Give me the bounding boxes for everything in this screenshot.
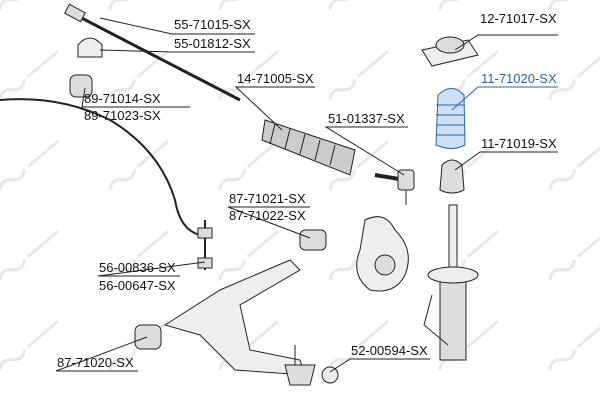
leader-line-highlighted xyxy=(451,86,558,111)
watermark-logo xyxy=(548,0,600,11)
tie-rod-end-icon xyxy=(374,169,415,205)
watermark-logo xyxy=(548,319,600,371)
part-label[interactable]: 56-00836-SX xyxy=(99,260,176,275)
leader-lines xyxy=(55,17,558,373)
watermark-logo xyxy=(108,0,170,11)
watermark-logo xyxy=(328,49,390,101)
part-label[interactable]: 52-00594-SX xyxy=(351,343,428,358)
stabilizer-bar xyxy=(0,98,201,236)
bump-stop-icon xyxy=(439,159,465,194)
watermark-logo xyxy=(328,139,390,191)
part-label[interactable]: 51-01337-SX xyxy=(328,111,405,126)
watermark-logo xyxy=(548,229,600,281)
dust-boot-icon xyxy=(435,88,466,149)
stabilizer-link-icon xyxy=(197,220,213,270)
watermark-logo xyxy=(328,319,390,371)
arm-bush-icon xyxy=(299,229,327,251)
watermark-logo xyxy=(0,0,60,11)
lower-control-arm-icon xyxy=(163,259,306,376)
part-label[interactable]: 89-71023-SX xyxy=(84,108,161,123)
watermark-logo xyxy=(108,49,170,101)
knuckle-hub xyxy=(374,254,396,276)
part-label-highlighted[interactable]: 11-71020-SX xyxy=(481,71,557,86)
watermark-logo xyxy=(438,0,500,11)
watermark-logo xyxy=(0,319,60,371)
watermark-logo xyxy=(0,139,60,191)
watermark-logo xyxy=(108,139,170,191)
rod-end xyxy=(64,3,86,23)
ball-joint-icon xyxy=(284,345,339,386)
steering-knuckle-icon xyxy=(356,216,409,292)
part-label[interactable]: 87-71020-SX xyxy=(57,355,134,370)
strut-mount-icon xyxy=(421,36,479,67)
part-label[interactable]: 14-71005-SX xyxy=(237,71,314,86)
strut-icon xyxy=(423,204,479,361)
part-label[interactable]: 87-71022-SX xyxy=(229,208,306,223)
inner-tie-rod xyxy=(69,10,241,102)
part-label[interactable]: 87-71021-SX xyxy=(229,191,306,206)
watermark-logo xyxy=(218,0,280,11)
watermark-logo xyxy=(548,139,600,191)
watermark-logo xyxy=(328,0,390,11)
part-label[interactable]: 89-71014-SX xyxy=(84,91,161,106)
watermark-logo xyxy=(0,229,60,281)
bushing-clamp-icon xyxy=(77,37,103,58)
steering-boot-icon xyxy=(261,119,356,176)
part-label[interactable]: 11-71019-SX xyxy=(481,136,557,151)
part-label[interactable]: 55-01812-SX xyxy=(174,36,251,51)
watermark-logo xyxy=(218,229,280,281)
rear-arm-bush-icon xyxy=(134,324,162,350)
watermark-logo xyxy=(218,49,280,101)
watermark-logo xyxy=(548,49,600,101)
part-label[interactable]: 55-71015-SX xyxy=(174,17,251,32)
watermark-logo xyxy=(218,139,280,191)
part-label[interactable]: 56-00647-SX xyxy=(99,278,176,293)
part-label[interactable]: 12-71017-SX xyxy=(480,11,557,26)
watermark-logo xyxy=(0,49,60,101)
stabilizer-bush-icon xyxy=(69,74,93,98)
